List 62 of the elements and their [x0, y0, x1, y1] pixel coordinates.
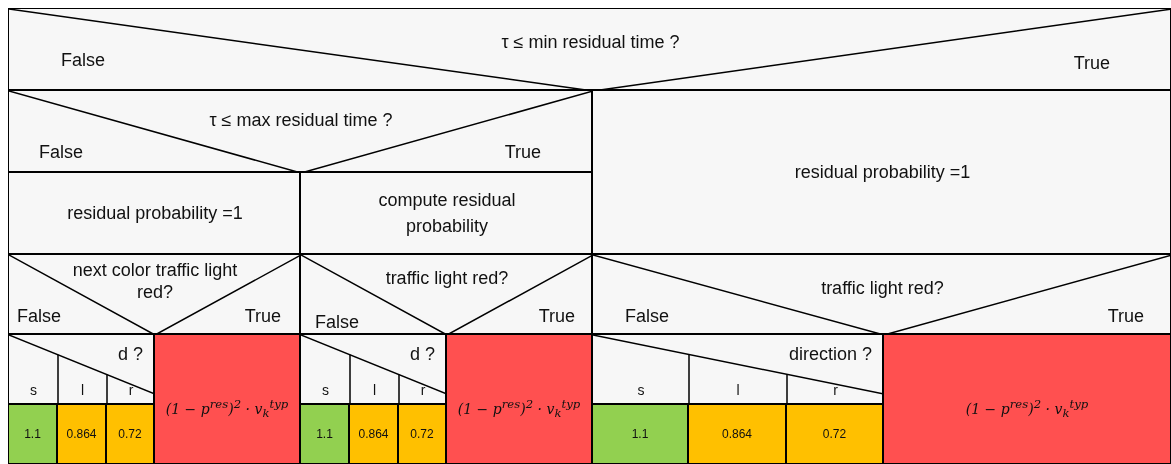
branch-label: True [504, 141, 541, 163]
value-cell [106, 404, 154, 464]
case-label: l [371, 381, 378, 400]
formula-block [154, 334, 300, 464]
value-text: 0.864 [357, 426, 390, 443]
formula-block [446, 334, 592, 464]
case-label: r [832, 381, 839, 400]
branch-label: True [1073, 52, 1110, 74]
case-label: s [321, 381, 330, 400]
value-cell [57, 404, 106, 464]
process-block [300, 172, 592, 254]
branch-label: False [625, 305, 669, 327]
case-label: l [79, 381, 86, 400]
condition-text: τ ≤ max residual time ? [208, 109, 394, 131]
value-text: 0.864 [65, 426, 98, 443]
value-text: 1.1 [630, 426, 650, 443]
case-label: r [127, 381, 135, 400]
value-text: 1.1 [315, 426, 334, 443]
case-label: l [735, 381, 741, 400]
decision-block [8, 8, 1171, 90]
case-block [8, 334, 154, 404]
condition-text: τ ≤ min residual time ? [500, 31, 681, 53]
process-block [592, 90, 1171, 254]
value-cell [300, 404, 349, 464]
condition-text: traffic light red? [820, 277, 945, 299]
case-condition: direction ? [788, 343, 872, 365]
value-cell [349, 404, 398, 464]
formula-block [883, 334, 1171, 464]
decision-block [8, 90, 592, 172]
process-text: compute residual probability [377, 189, 517, 238]
branch-label: True [1107, 305, 1144, 327]
case-block [592, 334, 883, 404]
process-text: residual probability =1 [66, 202, 244, 225]
condition-text: traffic light red? [384, 267, 510, 289]
branch-label: False [61, 49, 105, 71]
value-cell [8, 404, 57, 464]
branch-label: False [315, 311, 359, 333]
value-cell [592, 404, 688, 464]
process-text: residual probability =1 [793, 161, 972, 184]
value-text: 1.1 [23, 426, 42, 443]
case-condition: d ? [409, 343, 435, 365]
value-text: 0.72 [117, 426, 143, 443]
branch-label: True [244, 305, 281, 327]
value-text: 0.864 [721, 426, 753, 443]
case-label: s [636, 381, 646, 400]
condition-text: next color traffic light red? [71, 259, 239, 303]
case-condition: d ? [117, 343, 143, 365]
case-label: s [29, 381, 38, 400]
branch-label: False [39, 141, 83, 163]
case-block [300, 334, 446, 404]
branch-label: True [538, 305, 575, 327]
value-cell [786, 404, 883, 464]
value-text: 0.72 [821, 426, 848, 443]
value-cell [688, 404, 786, 464]
decision-block [592, 254, 1171, 334]
decision-block [8, 254, 300, 334]
branch-label: False [17, 305, 61, 327]
decision-block [300, 254, 592, 334]
process-block [8, 172, 300, 254]
case-label: r [419, 381, 427, 400]
value-text: 0.72 [409, 426, 435, 443]
value-cell [398, 404, 446, 464]
